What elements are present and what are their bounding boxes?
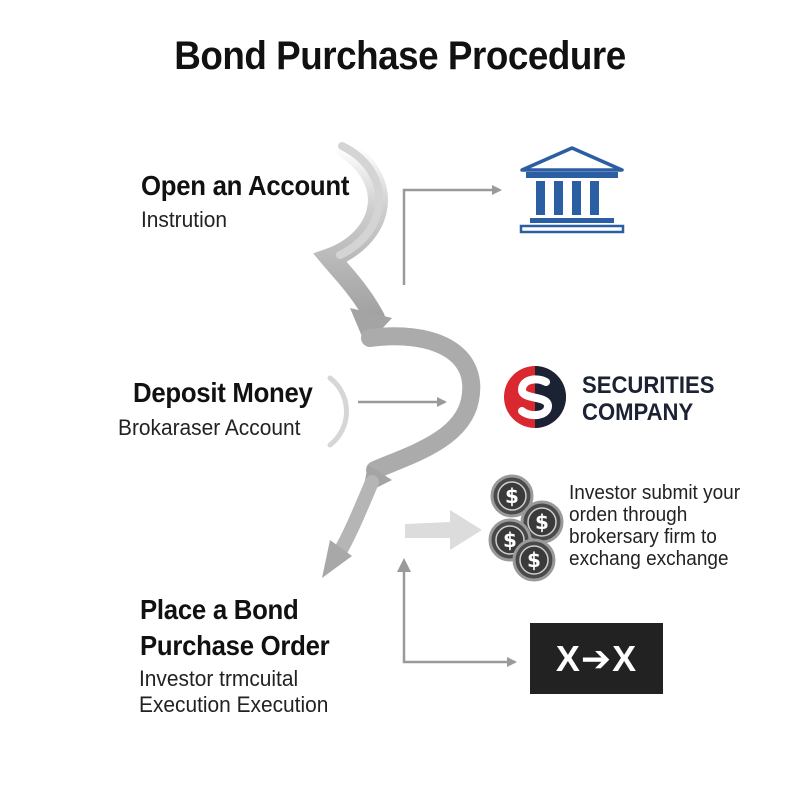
bank-building-icon xyxy=(519,146,625,234)
step-open-account-subtitle: Instrution xyxy=(141,207,227,232)
connector-up-arrowhead xyxy=(397,558,411,572)
flow-curve-middle xyxy=(361,327,481,479)
dollar-coins-icon: $ $ $ $ xyxy=(488,474,564,582)
step-place-order-subtitle-line-2: Execution Execution xyxy=(139,692,329,717)
step-place-order-subtitle-line-1: Investor trmcuital xyxy=(139,666,299,691)
coin-symbol: $ xyxy=(503,528,517,552)
order-description-line-2: orden through xyxy=(569,504,688,526)
order-description-line-4: exchang exchange xyxy=(569,548,729,570)
order-description-line-3: brokersary firm to xyxy=(569,526,717,548)
step-deposit-money-title: Deposit Money xyxy=(133,377,313,408)
step-place-order-title-line-1: Place a Bond xyxy=(140,594,299,625)
order-description-line-1: Investor submit your xyxy=(569,482,741,504)
bracket-deposit-money xyxy=(327,375,349,448)
securities-name-line-1: SECURITIES xyxy=(582,372,715,399)
coin-symbol: $ xyxy=(505,484,519,508)
exchange-icon: X➔X xyxy=(530,623,663,694)
wide-arrow-to-coins xyxy=(405,510,482,550)
bracket-open-account xyxy=(336,142,384,259)
connector-to-bank xyxy=(402,185,502,285)
flow-arrowhead-1 xyxy=(350,308,392,346)
exchange-label: X➔X xyxy=(555,637,638,679)
step-place-order-title: Place a Bond Purchase Order xyxy=(140,592,330,664)
securities-company-name: SECURITIES COMPANY xyxy=(582,372,715,426)
step-open-account-title: Open an Account xyxy=(141,170,350,201)
securities-logo-icon xyxy=(504,366,566,428)
diagram-title: Bond Purchase Procedure xyxy=(174,34,626,78)
connector-to-exchange xyxy=(402,565,517,667)
step-deposit-money-subtitle: Brokaraser Account xyxy=(118,415,301,440)
coin-symbol: $ xyxy=(527,548,541,572)
securities-name-line-2: COMPANY xyxy=(582,399,694,426)
step-place-order-title-line-2: Purchase Order xyxy=(140,630,330,661)
order-description: Investor submit your orden through broke… xyxy=(569,482,740,570)
coin-symbol: $ xyxy=(535,510,549,534)
flow-curve-lower xyxy=(331,475,379,562)
step-place-order-subtitle: Investor trmcuital Execution Execution xyxy=(139,666,328,718)
flow-arrowhead-3 xyxy=(322,540,352,578)
